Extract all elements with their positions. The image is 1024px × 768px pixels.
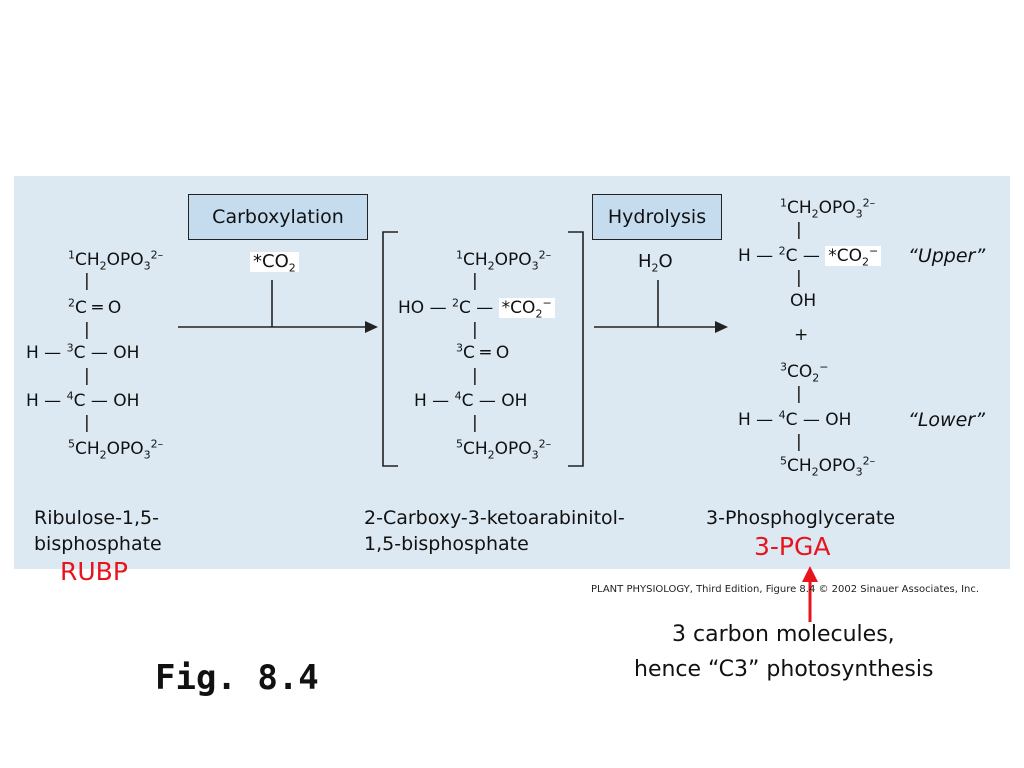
annotation-line1: 3 carbon molecules, (672, 622, 895, 647)
rubp-short-label: RUBP (60, 557, 128, 586)
lower-c4: H — 4C — OH (738, 408, 852, 430)
inter-c4: H — 4C — OH (414, 389, 528, 411)
lower-label: “Lower” (908, 409, 985, 431)
co2-reagent: *CO2 (250, 252, 299, 274)
rubp-name-line1: Ribulose-1,5- (34, 507, 160, 529)
intermediate-name-line1: 2-Carboxy-3-ketoarabinitol- (364, 507, 625, 529)
inter-c3: 3C ═ O (456, 341, 510, 363)
figure-label: Fig. 8.4 (155, 658, 319, 698)
rubp-c1: 1CH2OPO32– (68, 248, 164, 273)
rubp-name-line2: bisphosphate (34, 533, 162, 555)
pga-short-label: 3-PGA (754, 532, 831, 561)
carboxylation-arrowhead (365, 321, 378, 333)
pga-name: 3-Phosphoglycerate (706, 507, 896, 529)
rubp-c5: 5CH2OPO32– (68, 437, 164, 462)
annotation-line2: hence “C3” photosynthesis (634, 657, 934, 682)
hydrolysis-label: Hydrolysis (607, 206, 707, 228)
pga-pointer-arrowhead (802, 566, 818, 582)
left-bracket (382, 231, 398, 467)
plus-sign: + (794, 325, 809, 345)
inter-c2: HO — 2C — *CO2− (398, 297, 555, 319)
inter-c5: 5CH2OPO32– (456, 437, 552, 462)
upper-c2: H — 2C — *CO2− (738, 245, 882, 267)
carboxylation-box: Carboxylation (188, 194, 368, 240)
diagram-panel (14, 176, 1010, 569)
upper-oh: OH (790, 291, 817, 311)
hydrolysis-box: Hydrolysis (592, 194, 722, 240)
rubp-c3: H — 3C — OH (26, 341, 140, 363)
lower-c3: 3CO2− (780, 360, 829, 385)
h2o-reagent: H2O (638, 251, 673, 275)
upper-label: “Upper” (908, 245, 986, 267)
rubp-c2: 2C ═ O (68, 296, 122, 318)
right-bracket (568, 231, 584, 467)
lower-c5: 5CH2OPO32– (780, 454, 876, 479)
rubp-c4: H — 4C — OH (26, 389, 140, 411)
intermediate-name-line2: 1,5-bisphosphate (364, 533, 529, 555)
figure-credit: PLANT PHYSIOLOGY, Third Edition, Figure … (591, 584, 980, 595)
carboxylation-label: Carboxylation (212, 206, 344, 228)
inter-c1: 1CH2OPO32– (456, 248, 552, 273)
upper-c1: 1CH2OPO32– (780, 196, 876, 221)
hydrolysis-arrowhead (715, 321, 728, 333)
